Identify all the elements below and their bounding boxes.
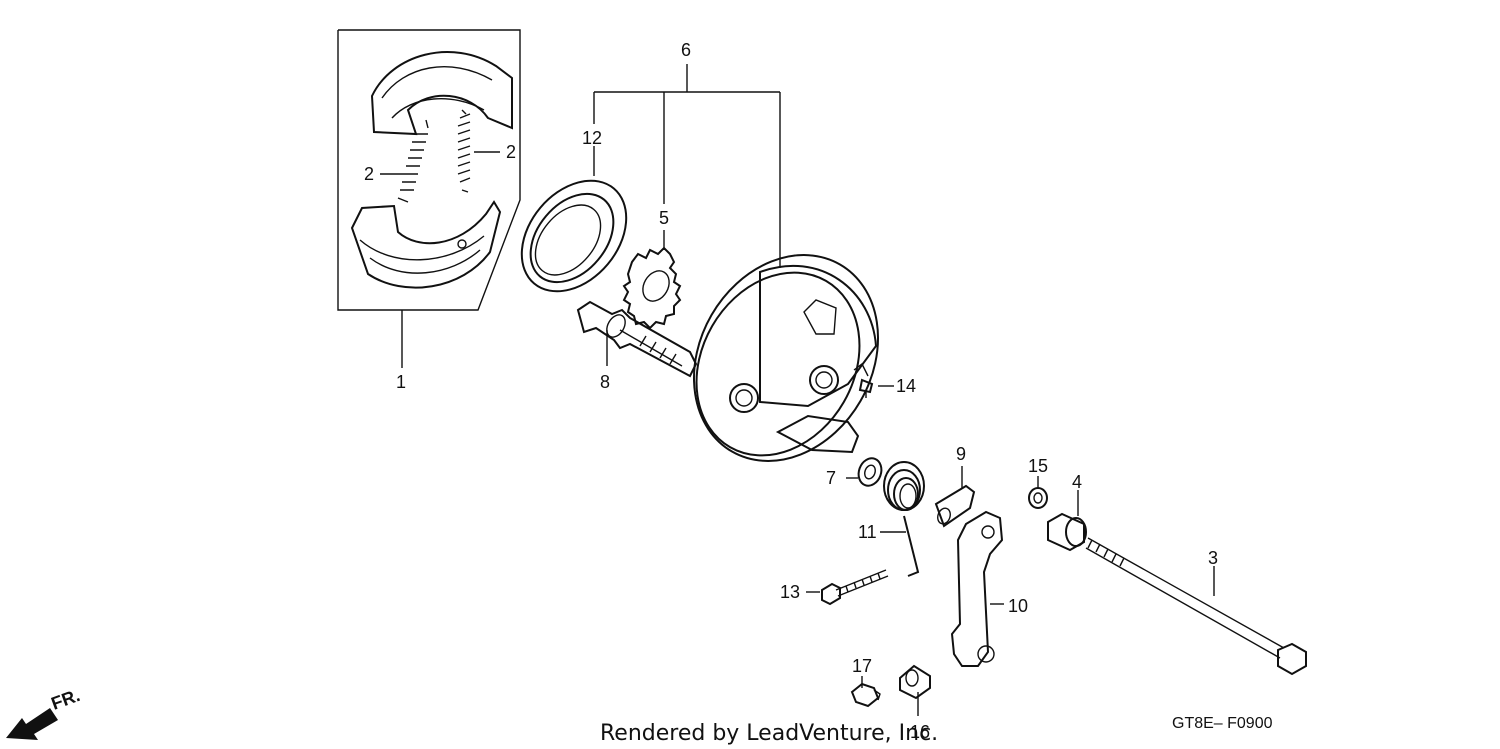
upper-brake-shoe bbox=[370, 51, 513, 136]
part-label-12: 12 bbox=[582, 128, 602, 148]
part-label-14: 14 bbox=[896, 376, 916, 396]
part-label-4: 4 bbox=[1072, 472, 1082, 492]
part-label-7: 7 bbox=[826, 468, 836, 488]
joint-pin bbox=[899, 664, 931, 716]
part-label-8: 8 bbox=[600, 372, 610, 392]
brake-cam-shaft bbox=[576, 300, 698, 378]
brake-arm-return-spring bbox=[880, 461, 925, 577]
part-label-9: 9 bbox=[956, 444, 966, 464]
part-label-5: 5 bbox=[659, 208, 669, 228]
front-direction-label: FR. bbox=[49, 685, 83, 714]
part-6-bracket bbox=[593, 64, 781, 268]
front-direction-arrow-icon bbox=[6, 708, 58, 740]
nut bbox=[1028, 476, 1048, 509]
part-label-17: 17 bbox=[852, 656, 872, 676]
brake-panel bbox=[693, 254, 879, 462]
upper-spring bbox=[457, 109, 471, 193]
part-label-13: 13 bbox=[780, 582, 800, 602]
lower-brake-shoe bbox=[350, 200, 502, 289]
part-label-1: 1 bbox=[396, 372, 406, 392]
diagram-code: GT8E– F0900 bbox=[1172, 715, 1273, 732]
brake-arm-bolt bbox=[806, 569, 889, 606]
washer bbox=[846, 457, 883, 487]
brake-shoe-bracket-outline bbox=[337, 29, 521, 311]
part-label-2a: 2 bbox=[364, 164, 374, 184]
part-label-16: 16 bbox=[910, 722, 930, 742]
brake-shoe-set bbox=[337, 29, 521, 368]
collar bbox=[1047, 490, 1087, 552]
part-label-3: 3 bbox=[1208, 548, 1218, 568]
part-label-6: 6 bbox=[681, 40, 691, 60]
part-label-10: 10 bbox=[1008, 596, 1028, 616]
part-label-15: 15 bbox=[1028, 456, 1048, 476]
part-label-11: 11 bbox=[858, 522, 877, 542]
render-credit: Rendered by LeadVenture, Inc. bbox=[600, 721, 938, 746]
cap-nut bbox=[850, 676, 881, 708]
part-label-2b: 2 bbox=[506, 142, 516, 162]
brake-arm bbox=[950, 510, 1004, 667]
wear-indicator-plate bbox=[934, 466, 976, 528]
indicator-gear bbox=[622, 230, 682, 330]
screw bbox=[858, 378, 894, 398]
dust-seal bbox=[520, 146, 628, 293]
axle bbox=[1085, 537, 1307, 676]
lower-spring bbox=[397, 119, 429, 203]
